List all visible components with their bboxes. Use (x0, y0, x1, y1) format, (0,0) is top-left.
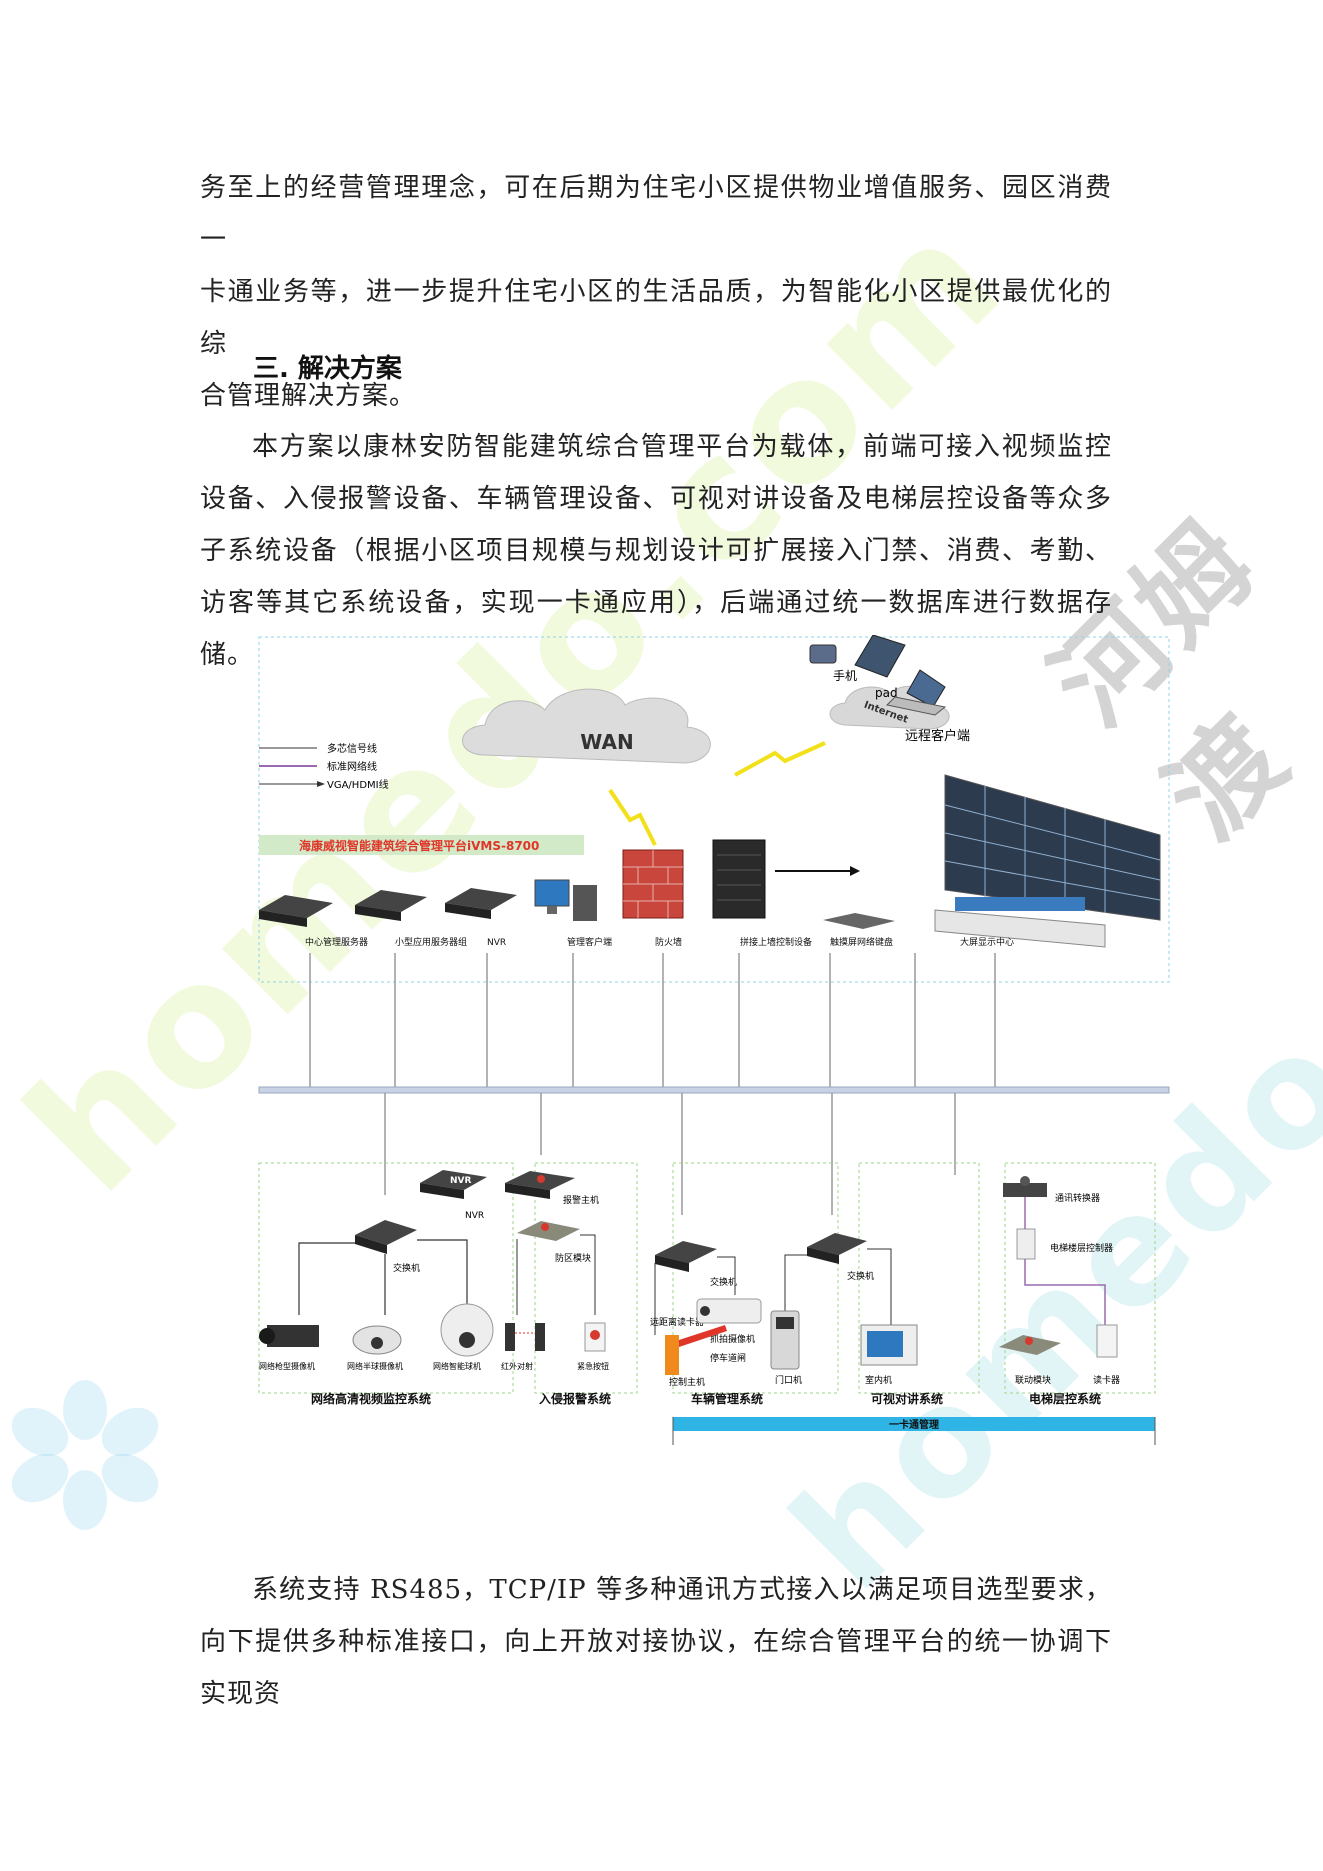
platform-banner (259, 835, 584, 855)
system-architecture-diagram: 多芯信号线 标准网络线 VGA/HDMI线 WAN Internet 手机 pa… (258, 635, 1170, 1445)
vehicle-system-title: 车辆管理系统 (691, 1391, 763, 1406)
alarm-host (505, 1171, 575, 1199)
cam-label-dome: 网络半球摄像机 (347, 1361, 403, 1371)
legend: 多芯信号线 标准网络线 VGA/HDMI线 (259, 742, 389, 791)
elevator-controller-label: 电梯楼层控制器 (1050, 1242, 1113, 1254)
capture-camera-label: 抓拍摄像机 (710, 1333, 755, 1345)
vehicle-system-frame (672, 1162, 839, 1394)
phone-label: 手机 (833, 669, 857, 683)
video-nvr-label: NVR (465, 1211, 484, 1221)
vehicle-switch-label: 交换机 (710, 1276, 737, 1288)
dome-camera (352, 1325, 402, 1355)
label-mgmt-client: 管理客户端 (567, 936, 612, 948)
door-station-label: 门口机 (775, 1374, 802, 1386)
platform-banner-text: 海康威视智能建筑综合管理平台iVMS-8700 (299, 838, 539, 853)
pad-label: pad (875, 686, 898, 700)
label-splice-controller: 拼接上墙控制设备 (740, 936, 812, 948)
video-switch (355, 1220, 417, 1254)
label-app-servers: 小型应用服务器组 (395, 936, 467, 948)
watermark-flower-logo (11, 1380, 159, 1530)
zone-module-label: 防区模块 (555, 1252, 591, 1264)
one-card-label: 一卡通管理 (889, 1418, 939, 1431)
label-infrared: 红外对射 (501, 1361, 533, 1371)
one-card-bar (673, 1417, 1155, 1431)
firewall (622, 849, 684, 919)
pad-device: pad (854, 635, 906, 700)
wan-link-bolt (734, 741, 826, 777)
cam-label-speed-dome: 网络智能球机 (433, 1361, 481, 1371)
label-display-center: 大屏显示中心 (960, 936, 1014, 948)
splice-controller (712, 839, 766, 919)
intro-paragraph: 务至上的经营管理理念，可在后期为住宅小区提供物业增值服务、园区消费一 卡通业务等… (200, 162, 1112, 422)
infrared-beam (505, 1323, 545, 1351)
label-emergency-btn: 紧急按钮 (577, 1361, 609, 1371)
legend-network: 标准网络线 (327, 760, 377, 773)
intercom-system-frame (858, 1162, 980, 1394)
intercom-switch-label: 交换机 (847, 1270, 874, 1282)
emergency-button (584, 1322, 606, 1352)
indoor-monitor (860, 1324, 918, 1366)
wan-label: WAN (580, 730, 633, 754)
linkage-module (999, 1335, 1061, 1355)
bullet-camera (259, 1325, 319, 1347)
label-nvr-top: NVR (487, 938, 506, 948)
label-touch-keyboard: 触摸屏网络键盘 (830, 936, 893, 948)
management-client (534, 879, 597, 921)
label-center-server: 中心管理服务器 (305, 936, 368, 948)
remote-client-label: 远程客户端 (905, 728, 970, 744)
elevator-card-reader (1096, 1324, 1118, 1358)
capture-camera (696, 1298, 762, 1324)
long-range-reader-label: 远距离读卡器 (650, 1316, 704, 1328)
barrier-gate (665, 1325, 727, 1375)
laptop-device (885, 669, 947, 716)
comm-converter (1003, 1176, 1047, 1197)
video-switch-label: 交换机 (393, 1262, 420, 1274)
elevator-system-title: 电梯层控系统 (1029, 1391, 1101, 1406)
linkage-module-label: 联动模块 (1015, 1374, 1051, 1386)
comm-converter-label: 通讯转换器 (1055, 1192, 1100, 1204)
intrusion-system-title: 入侵报警系统 (539, 1391, 611, 1406)
vehicle-switch (655, 1241, 717, 1272)
solution-paragraph: 本方案以康林安防智能建筑综合管理平台为载体，前端可接入视频监控设备、入侵报警设备… (200, 432, 1112, 670)
video-nvr (420, 1170, 487, 1199)
intro-line-2: 卡通业务等，进一步提升住宅小区的生活品质，为智能化小区提供最优化的综 (200, 277, 1112, 359)
intercom-system-title: 可视对讲系统 (871, 1391, 943, 1406)
section-heading: 三. 解决方案 (253, 354, 402, 384)
video-system-frame (258, 1162, 514, 1394)
platform-frame (258, 636, 1170, 983)
cam-label-bullet: 网络枪型摄像机 (259, 1361, 315, 1371)
center-server (259, 895, 333, 927)
firewall-link-bolt (608, 788, 657, 846)
elevator-system-frame (1004, 1162, 1156, 1394)
intercom-switch (807, 1233, 867, 1264)
label-firewall: 防火墙 (655, 936, 682, 948)
protocol-paragraph: 系统支持 RS485，TCP/IP 等多种通讯方式接入以满足项目选型要求，向下提… (200, 1575, 1112, 1709)
legend-vga: VGA/HDMI线 (327, 778, 389, 791)
touch-keyboard (823, 913, 895, 929)
vehicle-controller-label: 控制主机 (669, 1376, 705, 1388)
video-wall (934, 774, 1161, 948)
zone-module (517, 1221, 580, 1241)
door-station (770, 1310, 800, 1370)
nvr-top (445, 888, 517, 919)
wan-cloud: WAN (462, 688, 711, 764)
intrusion-system-frame (534, 1162, 638, 1394)
gate-label: 停车道闸 (710, 1352, 746, 1364)
intro-line-1: 务至上的经营管理理念，可在后期为住宅小区提供物业增值服务、园区消费一 (200, 173, 1112, 255)
video-system-title: 网络高清视频监控系统 (311, 1391, 431, 1406)
elevator-controller (1016, 1228, 1036, 1260)
video-nvr-box-label: NVR (450, 1176, 471, 1186)
indoor-monitor-label: 室内机 (865, 1374, 892, 1386)
intro-line-3: 合管理解决方案。 (200, 381, 417, 411)
legend-multicore: 多芯信号线 (327, 742, 377, 755)
phone-device: 手机 (809, 644, 857, 683)
network-backbone (258, 1086, 1170, 1094)
elevator-reader-label: 读卡器 (1093, 1374, 1120, 1386)
speed-dome-camera (440, 1303, 494, 1357)
app-server-group (355, 890, 427, 921)
alarm-host-label: 报警主机 (563, 1194, 599, 1206)
